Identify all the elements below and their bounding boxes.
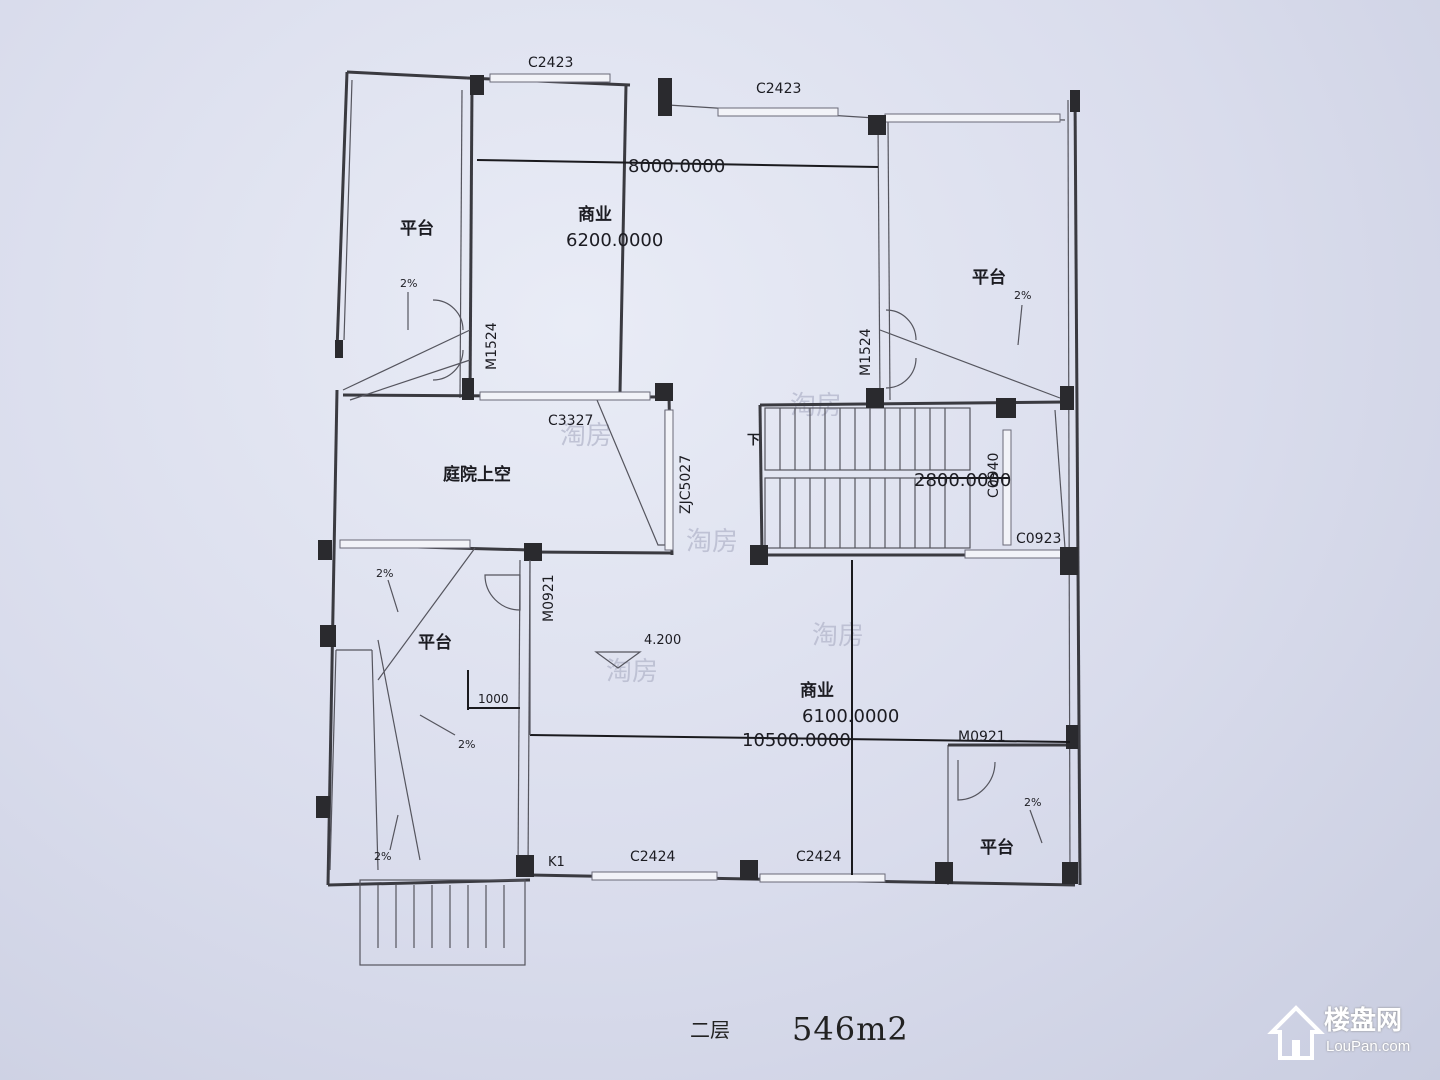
code-c2423-b: C2423 <box>756 81 801 97</box>
dim-6200: 6200.0000 <box>566 230 663 251</box>
code-c0940: C0940 <box>986 453 1002 498</box>
room-terrace-w: 平台 <box>418 632 452 653</box>
dim-6100: 6100.0000 <box>802 706 899 727</box>
dim-8000: 8000.0000 <box>628 156 725 177</box>
watermark-2: 淘房 <box>686 527 738 557</box>
slope-label-4: 2% <box>458 738 475 751</box>
ramp-line-2 <box>349 359 471 401</box>
slope-arrows <box>387 292 1043 851</box>
dim-10500: 10500.0000 <box>742 730 851 751</box>
code-m1524-b: M1524 <box>858 328 874 376</box>
slope-label-2: 2% <box>1014 289 1031 302</box>
slope-label-5: 2% <box>374 850 391 863</box>
floor-label: 二层 <box>690 1018 730 1042</box>
code-c2423-a: C2423 <box>528 55 573 71</box>
slope-label-1: 2% <box>400 277 417 290</box>
code-c3327: C3327 <box>548 413 593 429</box>
brand-watermark: 楼盘网 LouPan.com <box>1266 990 1436 1070</box>
room-terrace-se: 平台 <box>980 837 1014 858</box>
stair-down-label: 下 <box>747 433 760 448</box>
elevation-value: 4.200 <box>644 633 681 648</box>
room-commercial-s: 商业 <box>800 680 834 701</box>
code-m0921-b: M0921 <box>958 729 1006 745</box>
code-c2424-b: C2424 <box>796 849 841 865</box>
room-terrace-ne: 平台 <box>972 267 1006 288</box>
code-m1524-a: M1524 <box>484 322 500 370</box>
slope-label-3: 2% <box>376 567 393 580</box>
ramp-line-5 <box>377 547 476 681</box>
room-commercial-n: 商业 <box>578 204 612 225</box>
entrance-steps <box>359 879 526 966</box>
windows <box>339 73 1066 883</box>
watermark-4: 淘房 <box>812 621 864 651</box>
dimension-lines <box>467 159 1071 875</box>
code-m0921-a: M0921 <box>541 574 557 622</box>
dim-1000: 1000 <box>478 692 509 706</box>
room-courtyard: 庭院上空 <box>443 464 511 485</box>
house-logo-icon <box>1267 1005 1325 1060</box>
ramp-line-3 <box>879 329 1061 399</box>
slope-label-6: 2% <box>1024 796 1041 809</box>
door-swings <box>432 299 996 801</box>
ramp-line-6 <box>377 639 421 861</box>
watermark-5: 淘房 <box>606 657 658 687</box>
columns <box>316 75 1080 884</box>
watermark-1: 淘房 <box>560 421 612 451</box>
code-k1: K1 <box>548 855 565 870</box>
ramp-line-1 <box>342 329 471 391</box>
area-label: 546m2 <box>792 1010 909 1048</box>
code-c2424-a: C2424 <box>630 849 675 865</box>
brand-name-en: LouPan.com <box>1326 1038 1411 1055</box>
ramp-line-4 <box>1054 409 1066 549</box>
dim-2800: 2800.0000 <box>914 470 1011 491</box>
room-terrace-nw: 平台 <box>400 218 434 239</box>
elevation-marker <box>594 651 642 669</box>
brand-name-cn: 楼盘网 <box>1324 1006 1403 1036</box>
code-zjc5027: ZJC5027 <box>678 455 694 514</box>
code-c0923: C0923 <box>1016 531 1061 547</box>
